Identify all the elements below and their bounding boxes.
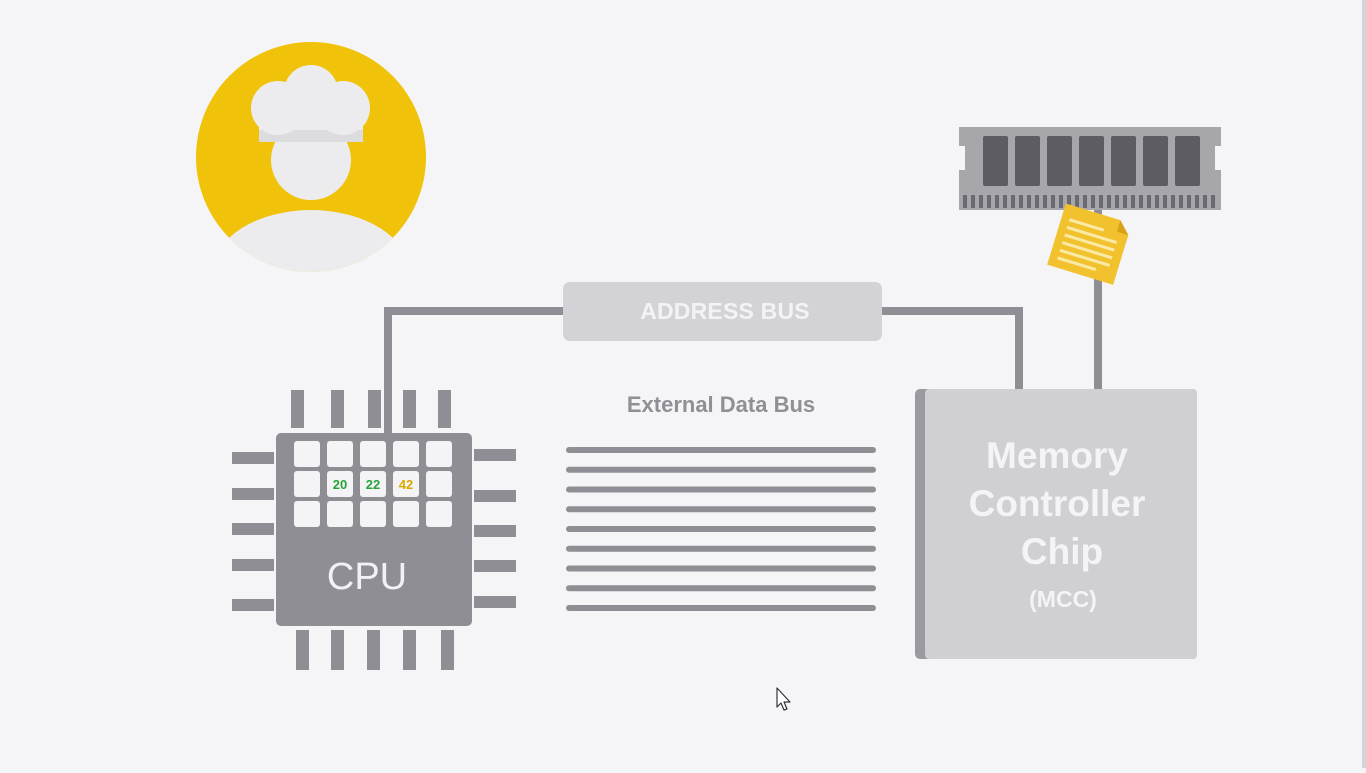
ram-chip xyxy=(1047,136,1072,186)
ram-contact xyxy=(979,195,983,208)
register-value: 42 xyxy=(399,477,413,492)
memory-controller-chip: Memory Controller Chip (MCC) xyxy=(915,389,1197,659)
ram-contacts xyxy=(963,195,1215,208)
mcc-title-line: Controller xyxy=(969,483,1146,524)
register-value: 22 xyxy=(366,477,380,492)
ram-contact xyxy=(1171,195,1175,208)
ram-contact xyxy=(1091,195,1095,208)
cpu-pins xyxy=(232,390,516,670)
ram-contact xyxy=(1187,195,1191,208)
mcc-title-line: Memory xyxy=(986,435,1128,476)
cpu-chip: 20 22 42 CPU xyxy=(232,390,516,670)
ram-stick xyxy=(959,127,1221,210)
ram-contact xyxy=(1011,195,1015,208)
ram-contact xyxy=(1027,195,1031,208)
ram-chips xyxy=(983,136,1200,186)
ram-contact xyxy=(1099,195,1103,208)
mcc-abbreviation: (MCC) xyxy=(1029,586,1097,612)
ram-contact xyxy=(1163,195,1167,208)
ram-chip xyxy=(1175,136,1200,186)
ram-contact xyxy=(1123,195,1127,208)
ram-contact xyxy=(1155,195,1159,208)
external-data-bus: External Data Bus xyxy=(566,392,876,611)
ram-contact xyxy=(1003,195,1007,208)
ram-chip xyxy=(983,136,1008,186)
ram-contact xyxy=(1195,195,1199,208)
mcc-body xyxy=(925,389,1197,659)
ram-contact xyxy=(995,195,999,208)
data-bus-lines xyxy=(566,447,876,611)
ram-contact xyxy=(1203,195,1207,208)
ram-contact xyxy=(1019,195,1023,208)
ram-contact xyxy=(1211,195,1215,208)
chef-icon xyxy=(213,65,409,272)
address-bus: ADDRESS BUS xyxy=(563,282,882,341)
address-bus-label: ADDRESS BUS xyxy=(640,298,810,324)
ram-contact xyxy=(987,195,991,208)
ram-contact xyxy=(1115,195,1119,208)
ram-contact xyxy=(971,195,975,208)
external-data-bus-label: External Data Bus xyxy=(627,392,815,417)
register-value: 20 xyxy=(333,477,347,492)
ram-contact xyxy=(1131,195,1135,208)
cpu-label: CPU xyxy=(327,556,407,598)
mcc-title-line: Chip xyxy=(1021,531,1103,572)
ram-chip xyxy=(1079,136,1104,186)
ram-chip xyxy=(1143,136,1168,186)
ram-contact xyxy=(1043,195,1047,208)
ram-chip xyxy=(1015,136,1040,186)
ram-contact xyxy=(1067,195,1071,208)
document-icon xyxy=(1047,203,1129,285)
ram-contact xyxy=(963,195,967,208)
mouse-cursor-icon xyxy=(776,687,791,711)
ram-chip xyxy=(1111,136,1136,186)
cpu-register-grid: 20 22 42 xyxy=(294,441,452,527)
ram-contact xyxy=(1179,195,1183,208)
ram-contact xyxy=(1083,195,1087,208)
ram-contact xyxy=(1059,195,1063,208)
ram-contact xyxy=(1051,195,1055,208)
ram-contact xyxy=(1107,195,1111,208)
ram-contact xyxy=(1147,195,1151,208)
ram-contact xyxy=(1139,195,1143,208)
ram-contact xyxy=(1075,195,1079,208)
window-edge xyxy=(1362,0,1366,768)
address-wire xyxy=(384,307,1023,438)
chef-avatar xyxy=(196,42,426,272)
cpu-body xyxy=(276,433,472,626)
ram-contact xyxy=(1035,195,1039,208)
